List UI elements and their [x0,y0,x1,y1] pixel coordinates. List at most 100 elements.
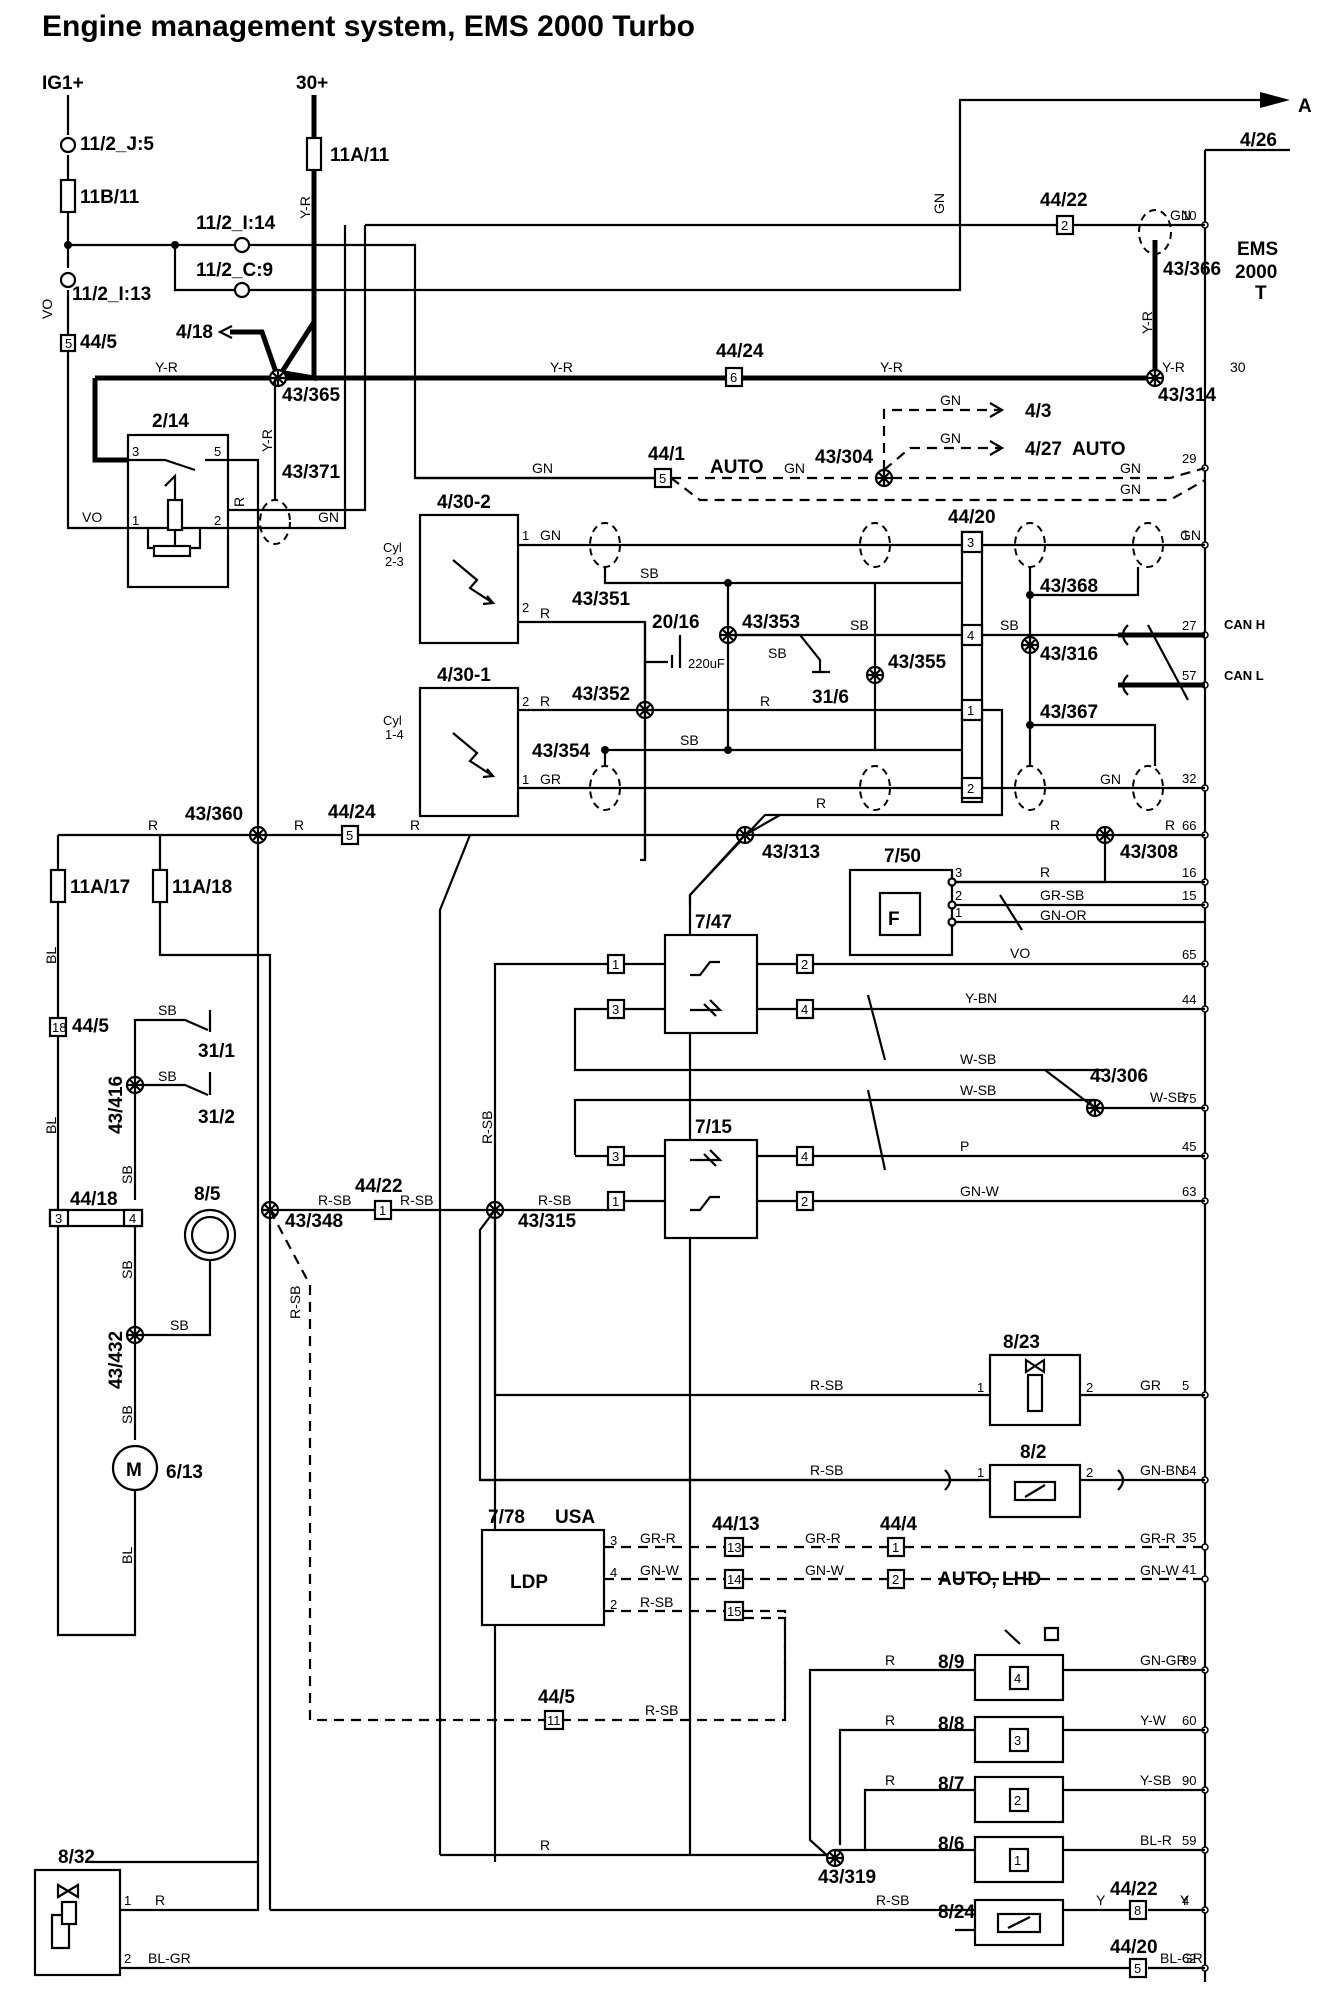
svg-text:2: 2 [801,957,808,972]
svg-text:1: 1 [522,528,529,543]
auto-lhd-label: AUTO, LHD [938,1569,1041,1590]
svg-text:1: 1 [132,513,139,528]
ecu-pin-65: 65 [1182,947,1196,962]
wire-label-rsb-44-5: R-SB [645,1702,678,1718]
wire-label-gn-relay: GN [318,509,339,525]
wire-label-r-308b: R [1165,817,1175,833]
wire-label-bl-b: BL [43,1117,59,1134]
motor-6-13-label: 6/13 [166,1462,203,1483]
splice-43-348-label: 43/348 [285,1211,343,1232]
ecu-ref-label: 4/26 [1240,130,1277,151]
svg-text:4: 4 [967,628,974,643]
svg-text:4: 4 [610,1565,617,1580]
ecu-pin-63: 63 [1182,1184,1196,1199]
ecu-pin-66: 66 [1182,818,1196,833]
wire-label-yw-60: Y-W [1140,1712,1167,1728]
ecu-pin-45: 45 [1182,1139,1196,1154]
svg-text:2: 2 [1014,1793,1021,1808]
cyl-2-3-label-a: Cyl [383,540,402,555]
svg-text:15: 15 [727,1604,741,1619]
ecu-pin-16: 16 [1182,865,1196,880]
connector-44-20-top: 3 4 1 2 [960,530,984,804]
wire-label-gnw-a: GN-W [640,1562,680,1578]
b30-label: 30+ [296,73,328,94]
ecu-pin-59: 59 [1182,1833,1196,1848]
wire-label-wsb-75: W-SB [1150,1089,1186,1105]
svg-text:3: 3 [1014,1733,1021,1748]
wire-label-gnbn-64: GN-BN [1140,1462,1185,1478]
wire-label-gn-1: GN [1180,527,1201,543]
ref-4-3: 4/3 [1025,401,1051,422]
fuse-11a-17 [49,868,67,904]
ldp-module-7-78 [480,1528,606,1627]
fuse-11a-11-label: 11A/11 [330,145,390,166]
splice-43-360 [248,825,268,845]
svg-text:3: 3 [132,444,139,459]
connector-44-22-mid-label: 44/22 [355,1176,403,1197]
ecu-pin-15: 15 [1182,888,1196,903]
wire-label-bl-a: BL [43,947,59,964]
valve-8-24 [973,1898,1065,1947]
splice-43-314 [1145,368,1165,388]
capacitor-20-16-label: 20/16 [652,612,700,633]
diagram-title: Engine management system, EMS 2000 Turbo [42,10,695,43]
wire-label-sb-18: SB [119,1260,135,1279]
wire-label-r-313: R [816,795,826,811]
wire-label-rsb-c: R-SB [538,1192,571,1208]
wire-label-gn-29a: GN [1120,460,1141,476]
wire-label-r-b: R [294,817,304,833]
splice-43-352-label: 43/352 [572,684,630,705]
ldp-usa-label: USA [555,1507,595,1528]
wire-label-gn-a: GN [931,193,947,214]
connector-44-24-mid [340,824,360,846]
wire-label-blgr-a: BL-GR [148,1950,191,1966]
svg-text:2: 2 [1086,1465,1093,1480]
ground-31-6-label: 31/6 [812,687,849,708]
ig1-label: IG1+ [42,73,84,94]
wire-label-gnor: GN-OR [1040,907,1087,923]
cyl-2-3-label-b: 2-3 [385,554,404,569]
svg-text:1: 1 [967,703,974,718]
wire-label-vo: VO [39,299,55,319]
svg-text:2: 2 [1086,1380,1093,1395]
wire-label-gn-29b: GN [1120,481,1141,497]
connector-11-2-i13: 11/2_I:13 [72,284,151,305]
wire-label-gn-10: GN [1170,207,1191,223]
svg-text:1: 1 [977,1380,984,1395]
wire-label-grr-a: GR-R [640,1530,676,1546]
wire-label-grr-c: GR-R [1140,1530,1176,1546]
wire-label-wsb-306: W-SB [960,1051,996,1067]
splice-43-432-label: 43/432 [106,1331,127,1389]
svg-text:3: 3 [612,1002,619,1017]
wire-label-p-45: P [960,1138,969,1154]
wire-label-rsb-b: R-SB [400,1192,433,1208]
sensor-7-50-label: 7/50 [884,846,921,867]
sensor-7-50 [848,868,954,957]
wire-label-gn-auto: GN [532,460,553,476]
svg-text:4: 4 [129,1211,136,1226]
wire-label-gr-coil2: GR [540,771,561,787]
ecu-pin-35: 35 [1182,1530,1196,1545]
fuse-11b-11-label: 11B/11 [80,187,140,208]
connector-44-5-top: 44/5 [80,332,117,353]
splice-43-353-label: 43/353 [742,612,800,633]
wire-label-grr-b: GR-R [805,1530,841,1546]
ecu-pin-4: 4 [1182,1893,1189,1908]
fuse-11a-18 [151,868,169,904]
ecu-pin-41: 41 [1182,1562,1196,1577]
wire-label-gr-5: GR [1140,1377,1161,1393]
connector-11-2-c9: 11/2_C:9 [196,260,273,281]
svg-text:4: 4 [801,1002,808,1017]
wire-label-blgr-b: BL-GR [1160,1950,1203,1966]
ecu-pin-44: 44 [1182,992,1196,1007]
wire-label-vo-65: VO [1010,945,1030,961]
svg-text:3: 3 [955,865,962,880]
ref-4-27: 4/27 [1025,439,1062,460]
ignition-coil-4-30-1 [418,686,520,818]
svg-text:5: 5 [346,828,353,843]
svg-text:1: 1 [612,957,619,972]
arrow-a-icon [1260,92,1290,108]
wire-label-rsb-a: R-SB [318,1192,351,1208]
wire-label-blr-59: BL-R [1140,1832,1172,1848]
